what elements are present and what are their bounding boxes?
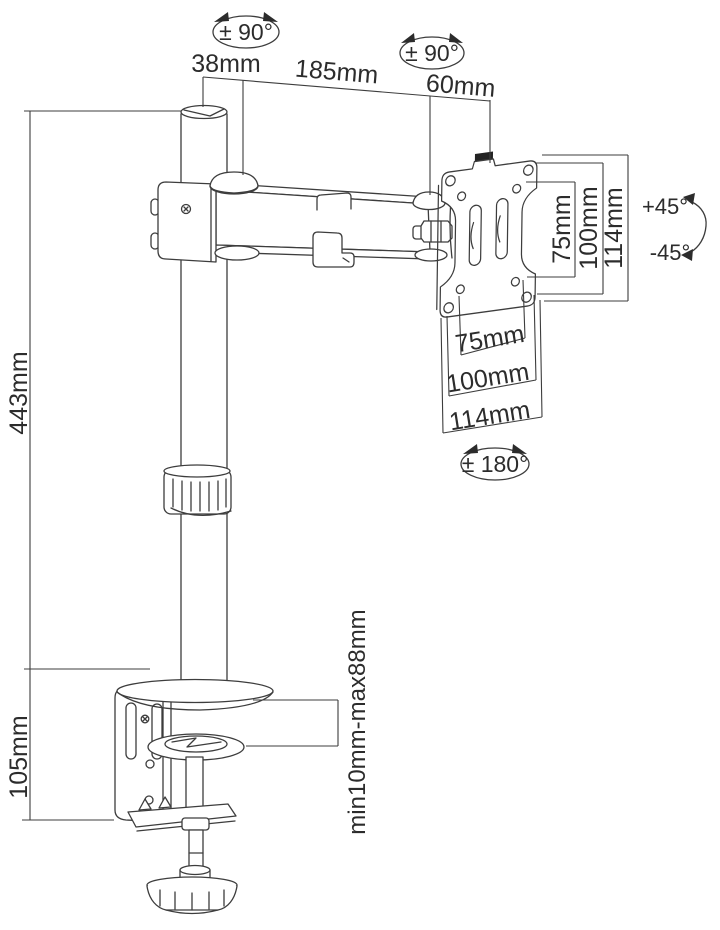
arm-pivot-caps xyxy=(209,171,448,262)
dimension-lines xyxy=(22,76,629,821)
dimension-labels: 38mm 185mm 60mm 443mm 105mm min10mm-max8… xyxy=(5,50,628,835)
height-adjust-collar xyxy=(163,464,232,516)
vesa-75-bottom-label: 75mm xyxy=(453,320,526,359)
arm-pole-bracket xyxy=(150,181,217,263)
vesa-hole-icon xyxy=(512,183,522,194)
vesa-100-side-label: 100mm xyxy=(575,186,603,269)
pole-cap xyxy=(180,104,228,120)
vesa-hole-icon xyxy=(445,175,456,187)
lower-clamp-arm xyxy=(127,803,237,828)
tilt-joint-nut xyxy=(412,189,453,259)
tilt-down-label: -45° xyxy=(650,240,691,265)
plate-rotation-label: ± 180° xyxy=(462,451,529,477)
pole-swivel-label: ± 90° xyxy=(219,19,273,45)
vesa-75-side-label: 75mm xyxy=(548,194,576,263)
vesa-hole-icon xyxy=(521,291,532,303)
vesa-hole-icon xyxy=(455,284,465,295)
desk-clamp xyxy=(114,678,274,915)
pole-height-label: 443mm xyxy=(5,351,33,434)
vesa-114-bottom-label: 114mm xyxy=(447,396,532,436)
vesa-slot xyxy=(468,204,482,267)
desk-plate xyxy=(116,678,274,704)
bracket-screw-icon xyxy=(180,203,192,215)
arm-reach-label: 185mm xyxy=(294,55,379,90)
pole-swivel-marker: ± 90° xyxy=(212,12,280,49)
clamp-screw-knob xyxy=(146,864,238,915)
vesa-114-side-label: 114mm xyxy=(600,187,628,269)
head-offset-label: 60mm xyxy=(425,69,497,103)
cable-clip xyxy=(316,192,352,211)
tilt-marker: +45° -45° xyxy=(642,193,707,265)
vesa-hole-icon xyxy=(443,302,455,314)
pad-column xyxy=(185,756,204,810)
vesa-hole-icon xyxy=(510,276,520,287)
plate-rotation-marker: ± 180° xyxy=(460,444,530,481)
desk-thickness-label: min10mm-max88mm xyxy=(344,609,371,834)
vesa-slot xyxy=(495,197,509,260)
pole-diameter-label: 38mm xyxy=(191,50,260,78)
vesa-hole-icon xyxy=(522,164,534,176)
head-swivel-marker: ± 90° xyxy=(399,33,465,70)
vesa-hole-icon xyxy=(456,191,467,202)
vesa-100-bottom-label: 100mm xyxy=(444,358,531,399)
vesa-plate xyxy=(436,151,538,318)
head-swivel-label: ± 90° xyxy=(405,40,459,66)
cable-hook xyxy=(312,231,355,268)
clamp-height-label: 105mm xyxy=(5,715,33,798)
tilt-up-label: +45° xyxy=(642,194,688,219)
